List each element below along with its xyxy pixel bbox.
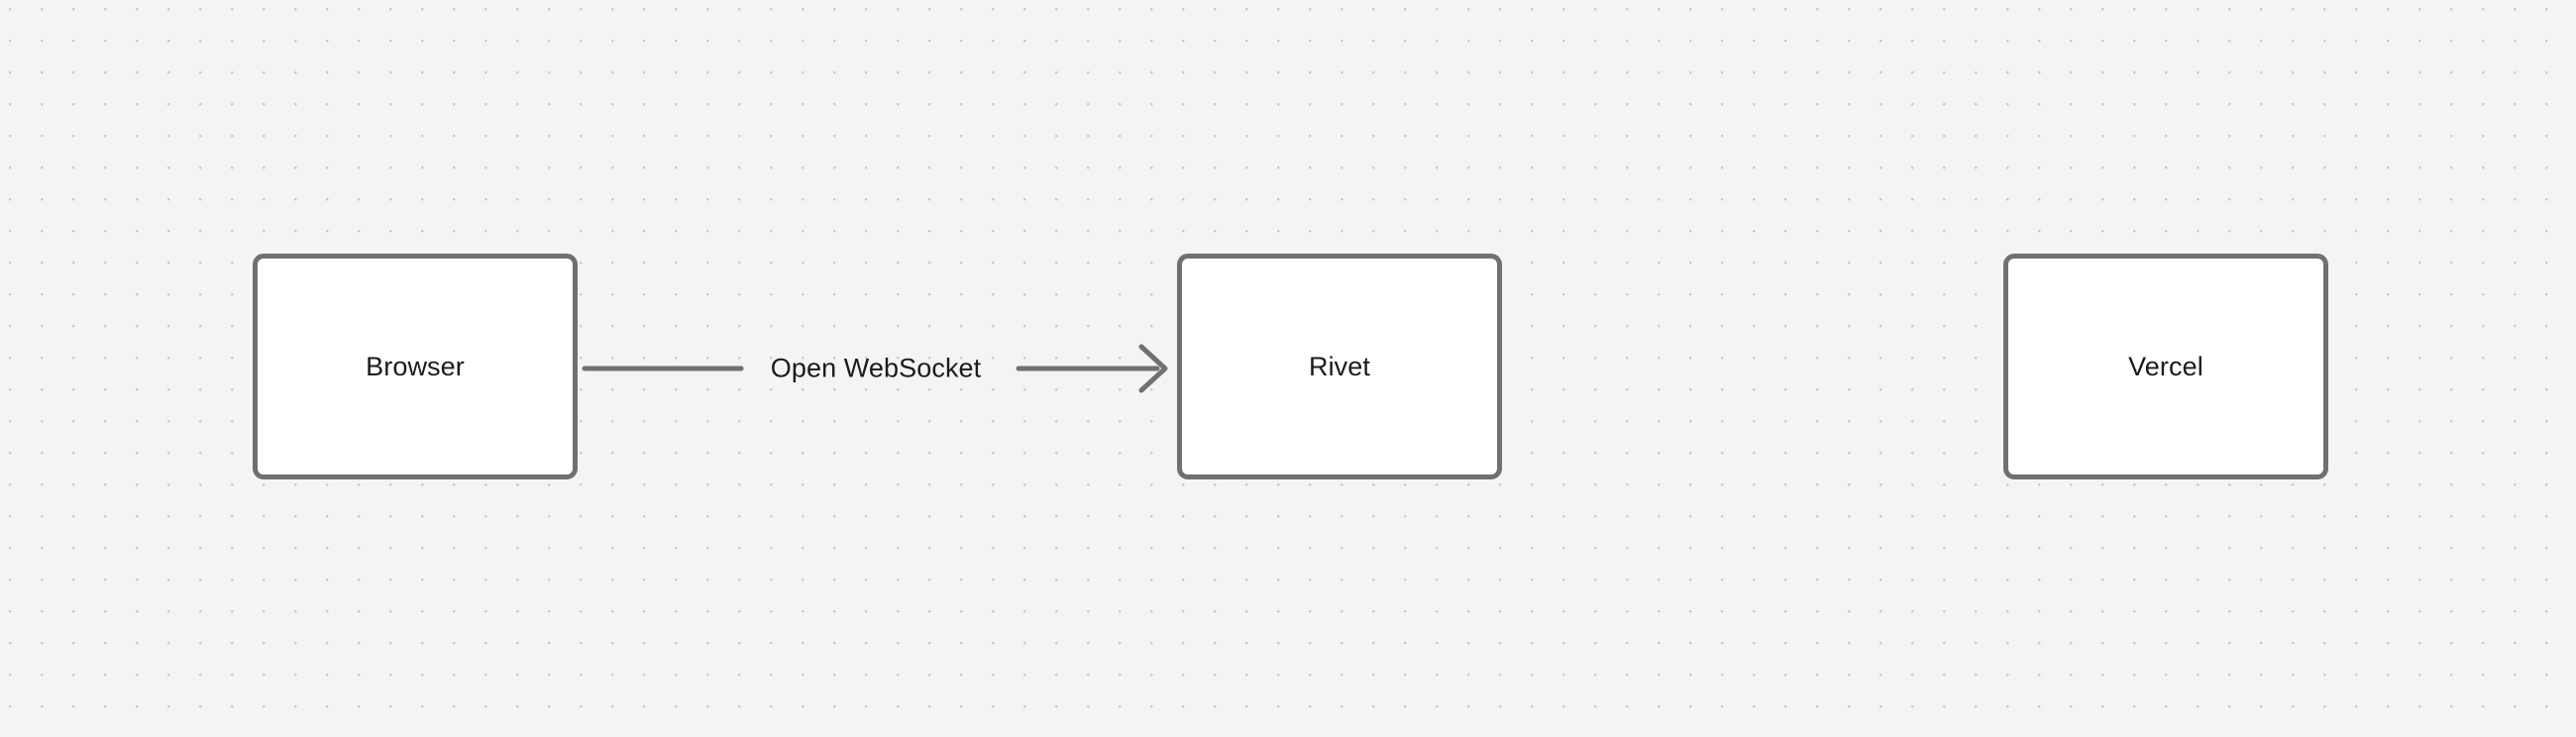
arrowhead-icon [1138,344,1168,393]
node-vercel[interactable]: Vercel [2003,254,2328,479]
node-vercel-label: Vercel [2128,351,2203,381]
node-browser-label: Browser [366,351,465,381]
node-browser[interactable]: Browser [253,254,578,479]
edge-label-browser-to-rivet: Open WebSocket [770,353,982,383]
node-rivet[interactable]: Rivet [1177,254,1502,479]
node-rivet-label: Rivet [1308,351,1370,381]
